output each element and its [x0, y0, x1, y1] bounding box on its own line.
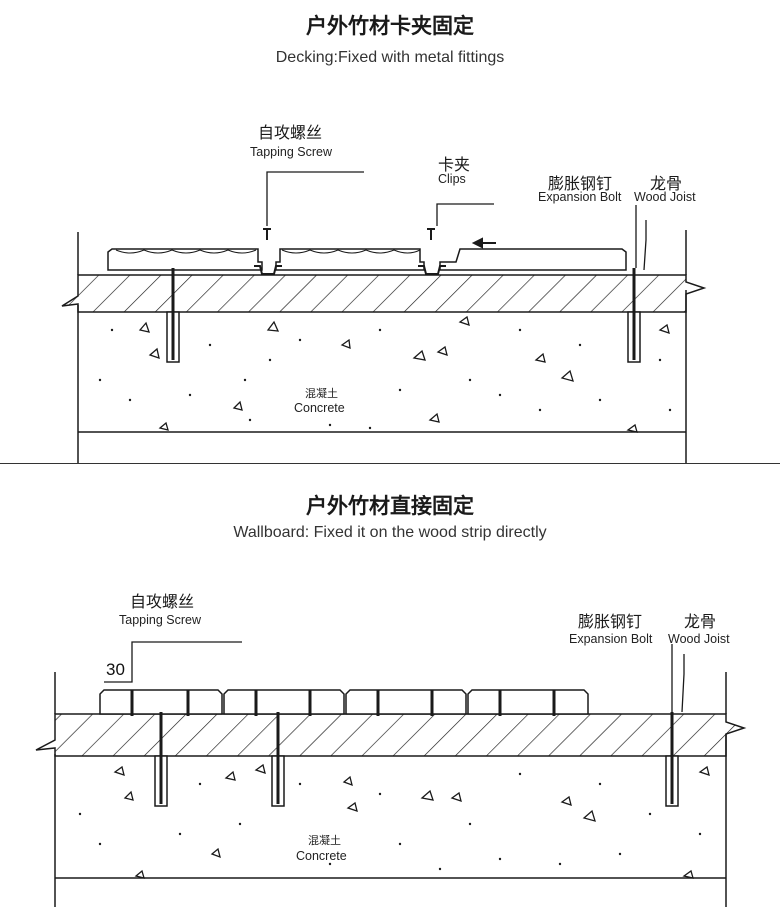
metal-clips [254, 265, 446, 275]
expansion-bolt-label-cn: 膨胀钢钉 [578, 612, 643, 631]
tapping-screw-label-en: Tapping Screw [119, 613, 201, 627]
panel-subtitle: Decking:Fixed with metal fittings [275, 49, 505, 66]
panel-title: 户外竹材直接固定 [306, 494, 474, 518]
edge-uprights-2 [54, 672, 727, 714]
expansion-bolt-label-en: Expansion Bolt [569, 632, 653, 646]
expansion-bolts-2 [154, 712, 679, 807]
concrete-label-cn: 混凝土 [305, 387, 338, 400]
leader-lines [266, 171, 647, 271]
clips-label-en: Clips [438, 172, 466, 186]
decking-clip-panel: 户外竹材卡夹固定 Decking:Fixed with metal fittin… [0, 14, 780, 464]
wood-joist-label-cn: 龙骨 [684, 612, 717, 631]
tapping-screw-label-en: Tapping Screw [250, 145, 332, 159]
expansion-bolt-label-en: Expansion Bolt [538, 190, 622, 204]
wallboard-direct-panel: 户外竹材直接固定 Wallboard: Fixed it on the wood… [0, 464, 780, 907]
wood-joist-label-cn: 龙骨 [650, 174, 683, 193]
concrete-slab-2 [54, 734, 727, 907]
panel-title: 户外竹材卡夹固定 [306, 14, 474, 38]
expansion-bolt-label-cn: 膨胀钢钉 [548, 174, 613, 193]
wallboard-direct-drawing [35, 641, 747, 907]
tapping-screw-label-cn: 自攻螺丝 [130, 592, 195, 611]
expansion-bolts [166, 268, 641, 363]
leader-lines-2 [104, 641, 685, 713]
concrete-label-en: Concrete [294, 401, 345, 415]
concrete-slab [77, 290, 687, 463]
decking-clip-drawing [61, 171, 707, 463]
wood-joist-label-en: Wood Joist [668, 632, 730, 646]
wood-joist-layer [61, 274, 707, 313]
tapping-screws [130, 690, 556, 716]
concrete-label-cn: 混凝土 [308, 834, 341, 847]
concrete-dots [98, 328, 672, 430]
clips-label-cn: 卡夹 [438, 155, 471, 174]
wood-joist-label-en: Wood Joist [634, 190, 696, 204]
wood-strip-layer [35, 713, 747, 757]
panel-subtitle: Wallboard: Fixed it on the wood strip di… [233, 524, 547, 541]
deck-boards [107, 248, 627, 271]
concrete-aggregate [138, 315, 670, 433]
concrete-dots-2 [78, 772, 702, 871]
direction-arrow [471, 237, 496, 249]
tapping-screw-label-cn: 自攻螺丝 [258, 123, 323, 142]
screws [263, 228, 435, 240]
concrete-aggregate-2 [113, 763, 710, 879]
edge-uprights [77, 230, 687, 275]
dimension-label: 30 [106, 660, 125, 679]
wallboards [99, 689, 589, 715]
concrete-label-en: Concrete [296, 849, 347, 863]
